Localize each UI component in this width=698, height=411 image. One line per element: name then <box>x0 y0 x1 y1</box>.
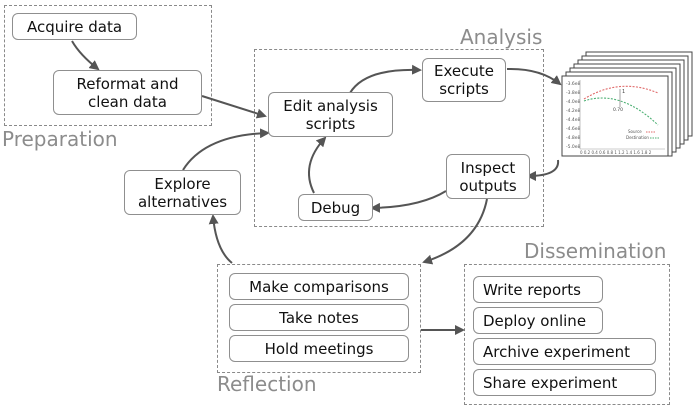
write-reports-node[interactable]: Write reports <box>473 276 603 303</box>
arrow-reformat-to-edit <box>201 95 267 119</box>
y-tick-2: -4.0e8 <box>566 99 581 105</box>
y-tick-5: -4.6e8 <box>566 126 581 132</box>
x-ticks: 0 0.2 0.4 0.6 0.8 1 1.2 1.4 1.6 1.8 2 <box>580 150 652 155</box>
series-destination-curve <box>583 97 659 126</box>
arrow-debug-to-edit <box>308 136 327 194</box>
analysis-group <box>254 49 544 227</box>
y-tick-1: -3.8e8 <box>566 90 581 96</box>
y-tick-7: -5.0e8 <box>566 144 581 150</box>
dissemination-label: Dissemination <box>524 239 667 263</box>
analysis-label: Analysis <box>460 25 543 49</box>
take-notes-node[interactable]: Take notes <box>229 304 409 331</box>
y-tick-0: -3.6e8 <box>566 81 581 87</box>
series-source-curve <box>583 85 659 100</box>
preparation-group <box>4 5 212 126</box>
arrow-execute-to-chart <box>506 67 562 86</box>
deploy-online-node[interactable]: Deploy online <box>473 307 603 334</box>
arrow-inspect-to-debug <box>370 190 447 213</box>
reformat-clean-node[interactable]: Reformat and clean data <box>53 70 202 115</box>
inspect-outputs-node[interactable]: Inspect outputs <box>446 154 530 199</box>
annotation-2: 0.70 <box>613 107 623 113</box>
share-experiment-node[interactable]: Share experiment <box>473 369 656 396</box>
explore-alternatives-node[interactable]: Explore alternatives <box>124 170 241 215</box>
arrow-reflection-to-explore <box>208 214 233 264</box>
hold-meetings-node[interactable]: Hold meetings <box>229 335 409 362</box>
arrow-edit-to-execute <box>349 64 422 94</box>
acquire-data-node[interactable]: Acquire data <box>12 13 137 40</box>
arrow-acquire-to-reformat <box>71 40 100 71</box>
edit-analysis-scripts-node[interactable]: Edit analysis scripts <box>268 92 393 137</box>
arrow-chart-to-inspect <box>526 159 560 181</box>
legend-destination: Destination <box>626 135 649 140</box>
make-comparisons-node[interactable]: Make comparisons <box>229 273 409 300</box>
legend-source: Source <box>628 129 642 134</box>
output-chart-stack: -3.6e8 -3.8e8 -4.0e8 -4.2e8 -4.4e8 -4.6e… <box>561 51 693 157</box>
archive-experiment-node[interactable]: Archive experiment <box>473 338 656 365</box>
y-tick-6: -4.8e8 <box>566 135 581 141</box>
preparation-label: Preparation <box>2 127 118 151</box>
reflection-group <box>217 264 421 373</box>
y-tick-4: -4.4e8 <box>566 117 581 123</box>
annotation-1: 1 <box>622 89 625 95</box>
execute-scripts-node[interactable]: Execute scripts <box>422 58 506 102</box>
arrow-inspect-to-reflection <box>422 198 488 265</box>
y-tick-3: -4.2e8 <box>566 108 581 114</box>
reflection-label: Reflection <box>217 372 317 396</box>
arrow-explore-to-edit <box>182 128 270 171</box>
debug-node[interactable]: Debug <box>298 194 373 221</box>
